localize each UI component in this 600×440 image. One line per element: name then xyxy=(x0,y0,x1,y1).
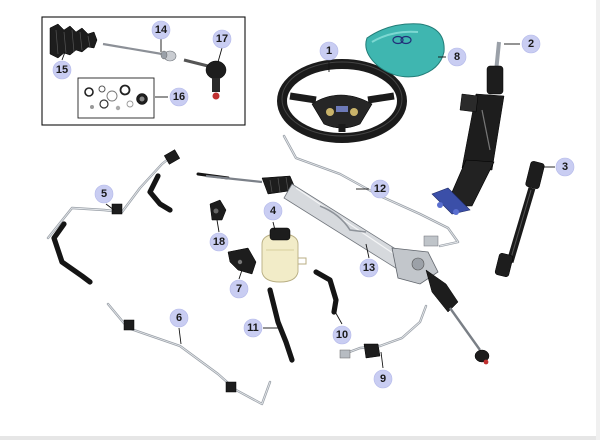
hose-clamp-part xyxy=(209,199,227,221)
callout-18-label: 18 xyxy=(213,236,225,248)
callout-8-label: 8 xyxy=(454,51,460,63)
callout-7: 7 xyxy=(229,279,249,299)
bottom-edge-bar xyxy=(0,436,600,440)
small-hose-part xyxy=(313,269,339,315)
callout-2: 2 xyxy=(521,34,541,54)
reservoir-bracket-part xyxy=(227,247,257,275)
seal-kit-part xyxy=(84,84,148,111)
callout-9: 9 xyxy=(373,369,393,389)
suction-hose-part xyxy=(267,287,295,363)
pressure-line-part xyxy=(46,149,181,285)
callout-2-label: 2 xyxy=(528,38,534,50)
callout-18: 18 xyxy=(209,232,229,252)
callout-6-label: 6 xyxy=(176,312,182,324)
intermediate-shaft-part xyxy=(494,161,545,277)
airbag-cover-part xyxy=(365,23,445,78)
callout-14: 14 xyxy=(151,20,171,40)
return-tube-part xyxy=(106,302,272,406)
callout-7-label: 7 xyxy=(236,283,242,295)
callout-16: 16 xyxy=(169,87,189,107)
callout-11-label: 11 xyxy=(247,322,259,334)
callout-16-label: 16 xyxy=(173,91,185,103)
rack-boot-part xyxy=(49,23,98,59)
callout-8: 8 xyxy=(447,47,467,67)
callout-1: 1 xyxy=(319,41,339,61)
callout-12-label: 12 xyxy=(374,183,386,195)
steering-rack-part xyxy=(196,172,490,365)
callout-4: 4 xyxy=(263,201,283,221)
callout-15-label: 15 xyxy=(56,64,68,76)
callout-14-label: 14 xyxy=(155,24,168,36)
callout-1-label: 1 xyxy=(326,45,332,57)
cooler-line-part xyxy=(339,304,428,359)
callout-5: 5 xyxy=(94,184,114,204)
inner-tie-rod-part xyxy=(102,42,177,62)
fluid-reservoir-part xyxy=(261,227,307,283)
callout-13-label: 13 xyxy=(363,262,375,274)
leader-lines xyxy=(61,38,555,369)
right-edge-bar xyxy=(596,0,600,440)
callout-17: 17 xyxy=(212,29,232,49)
callout-4-label: 4 xyxy=(270,205,277,217)
callout-6: 6 xyxy=(169,308,189,328)
outer-tie-rod-end-part xyxy=(183,58,227,100)
callout-11: 11 xyxy=(243,318,263,338)
callout-13: 13 xyxy=(359,258,379,278)
callout-17-label: 17 xyxy=(216,33,228,45)
callout-10-label: 10 xyxy=(336,329,348,341)
callout-5-label: 5 xyxy=(101,188,107,200)
callout-12: 12 xyxy=(370,179,390,199)
callout-3-label: 3 xyxy=(562,161,568,173)
callout-3: 3 xyxy=(555,157,575,177)
steering-wheel-part xyxy=(277,59,407,143)
steering-column-part xyxy=(431,41,505,215)
callout-9-label: 9 xyxy=(380,373,386,385)
callout-10: 10 xyxy=(332,325,352,345)
callout-15: 15 xyxy=(52,60,72,80)
return-line-part xyxy=(282,134,460,248)
